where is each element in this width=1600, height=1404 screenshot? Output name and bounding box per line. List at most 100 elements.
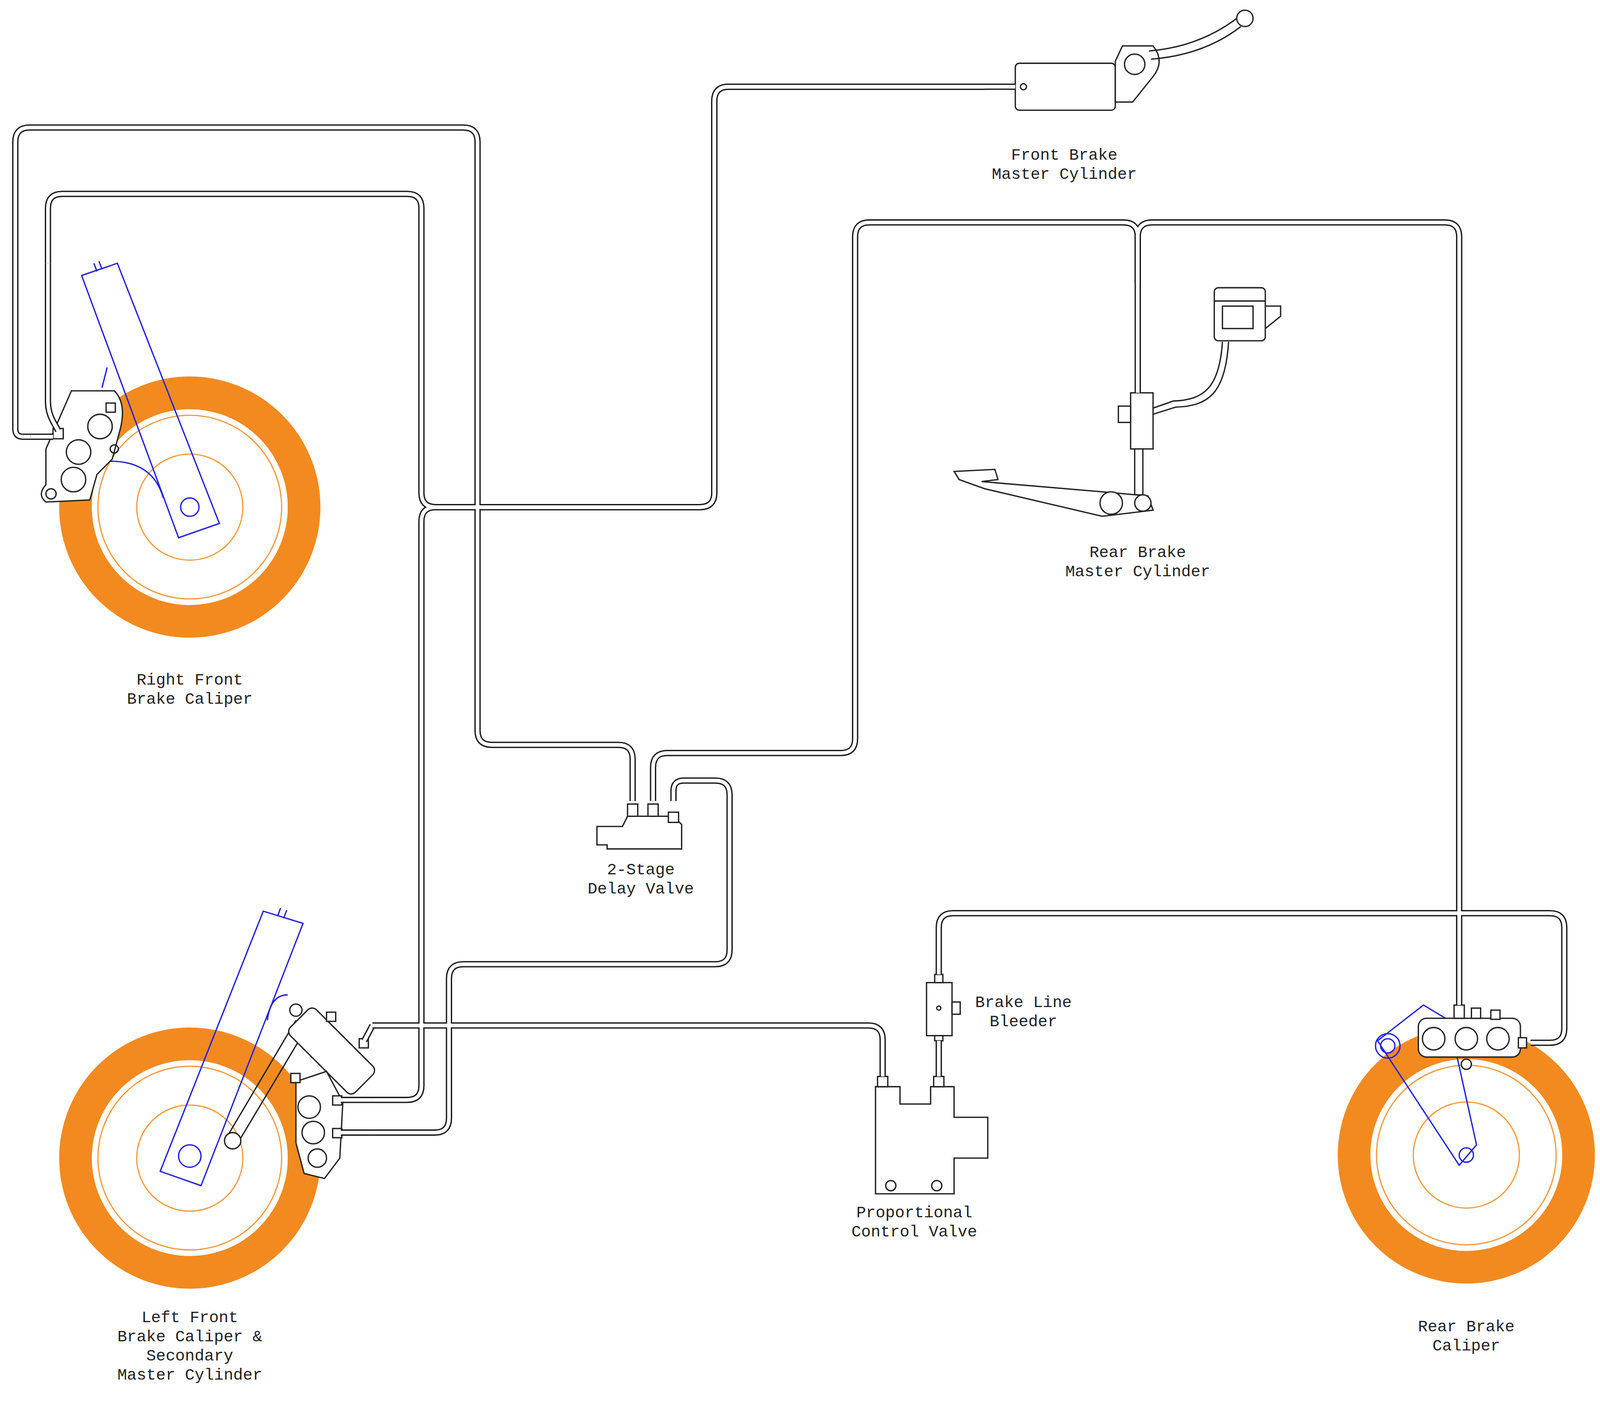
right-front-caliper: [87, 414, 113, 439]
component-label: Proportional Control Valve: [851, 1203, 978, 1242]
front-master-cylinder: [1020, 83, 1027, 90]
rear-caliper: [1471, 1007, 1481, 1018]
left-front-fork: [160, 911, 303, 1186]
component-label-box: Left Front Brake Caliper & Secondary Mas…: [56, 908, 373, 1403]
component-label: 2-Stage Delay Valve: [587, 860, 695, 899]
right-front-caliper: [61, 467, 86, 492]
rear-wheel: [1376, 1065, 1557, 1245]
component-label: Right Front Brake Caliper: [127, 670, 253, 709]
component-label: Rear Brake Caliper: [1403, 1317, 1530, 1356]
brake-line: [936, 1040, 941, 1077]
proportional-valve: [931, 1180, 942, 1191]
rear-swingarm: [1375, 1033, 1400, 1058]
bleeder-body: [926, 974, 960, 1041]
tube-stubs: [30, 86, 1138, 1133]
left-front-caliper: [308, 1148, 327, 1168]
rear-caliper: [1418, 1018, 1521, 1057]
delay-valve: [647, 803, 658, 816]
rear-master-cylinder: [1214, 287, 1266, 341]
tube-stubs: [984, 84, 1016, 89]
rear-wheel: [1354, 1042, 1579, 1268]
right-front-fork: [93, 263, 98, 272]
brake-line-outer: [15, 86, 1565, 1133]
proportional-valve: [885, 1180, 896, 1191]
left-front-wheel: [75, 1043, 305, 1272]
brake-line: [372, 86, 985, 1100]
component-label: Front Brake Master Cylinder: [991, 145, 1137, 185]
left-front-wheel: [75, 1043, 305, 1272]
rear-caliper: [1490, 1009, 1500, 1020]
front-master-cylinder: [1236, 10, 1254, 27]
right-front-fork: [180, 497, 199, 517]
front-master-cylinder: [1148, 18, 1241, 60]
proportional-valve: [933, 1076, 944, 1087]
right-front-caliper: [66, 439, 91, 464]
front-master-cylinder: [1015, 10, 1253, 111]
rear-master-cylinder: [1153, 341, 1229, 414]
right-front-wheel: [136, 453, 243, 561]
rear-master-cylinder: [1118, 405, 1131, 423]
left-front-wheel: [97, 1066, 282, 1250]
secondary-master-cylinder: [326, 1012, 336, 1022]
rear-master-cylinder: [954, 469, 1154, 517]
brake-line: [15, 127, 633, 801]
rear-caliper: [1454, 1004, 1465, 1018]
rear-wheel: [1413, 1101, 1520, 1208]
left-front-fork: [160, 908, 303, 1186]
bleeder-body: [952, 1001, 961, 1014]
rear-wheel: [1354, 1042, 1579, 1268]
rear-caliper: [1418, 1004, 1527, 1070]
brake-line: [935, 1040, 943, 1077]
rear-master-cylinder: [954, 287, 1281, 517]
component-label: Rear Brake Master Cylinder: [1065, 543, 1211, 582]
brake-line-inner: [15, 86, 1565, 1133]
component-label: Left Front Brake Caliper & Secondary Mas…: [117, 1308, 263, 1385]
bleeder-body: [926, 982, 953, 1036]
left-front-caliper: [295, 1071, 343, 1179]
rear-caliper: [1461, 1059, 1472, 1070]
tube-stubs: [30, 433, 54, 440]
tube-stubs: [340, 1096, 373, 1104]
brake-line: [938, 912, 1565, 1043]
tube-stubs: [364, 1025, 373, 1041]
left-front-caliper: [301, 1121, 325, 1144]
component-label: Brake Line Bleeder: [975, 992, 1072, 1032]
right-front-fork: [98, 261, 102, 270]
front-master-cylinder: [1015, 63, 1116, 111]
left-front-fork: [178, 1144, 202, 1168]
rear-caliper: [1422, 1027, 1446, 1050]
brake-line: [47, 86, 985, 507]
front-master-cylinder: [1115, 46, 1160, 103]
right-front-wheel: [97, 415, 282, 599]
right-front-caliper: [106, 402, 116, 413]
brake-line: [653, 222, 1138, 801]
tube-stubs: [340, 1097, 373, 1102]
rear-master-cylinder: [1100, 491, 1123, 515]
proportional-valve: [877, 1076, 888, 1087]
right-front-caliper: [110, 444, 119, 453]
bleeder-body: [934, 974, 943, 983]
delay-valve: [668, 811, 679, 822]
tube-stubs: [47, 263, 58, 431]
brake-line: [372, 780, 730, 1133]
component-label-box: Front Brake Master Cylinder: [984, 8, 1261, 189]
brake-line: [938, 912, 1565, 1043]
tube-stubs: [1134, 283, 1141, 393]
component-label-box: Rear Brake Caliper: [1336, 1005, 1531, 1363]
rear-caliper: [1486, 1027, 1510, 1050]
brake-line: [1137, 222, 1460, 1005]
component-label-box: Proportional Control Valve: [841, 1076, 996, 1251]
brake-line: [372, 86, 985, 1100]
delay-valve: [597, 803, 682, 849]
left-front-fork: [283, 909, 287, 919]
secondary-master-cylinder: [289, 1003, 302, 1017]
left-front-caliper: [332, 1095, 342, 1105]
right-front-caliper: [41, 390, 123, 503]
rear-master-cylinder: [1134, 449, 1144, 496]
tube-stubs: [364, 1025, 373, 1041]
front-master-cylinder: [1124, 53, 1145, 75]
bleeder-body: [934, 1035, 943, 1041]
tube-stubs: [340, 1129, 373, 1136]
tube-stubs: [30, 434, 54, 439]
